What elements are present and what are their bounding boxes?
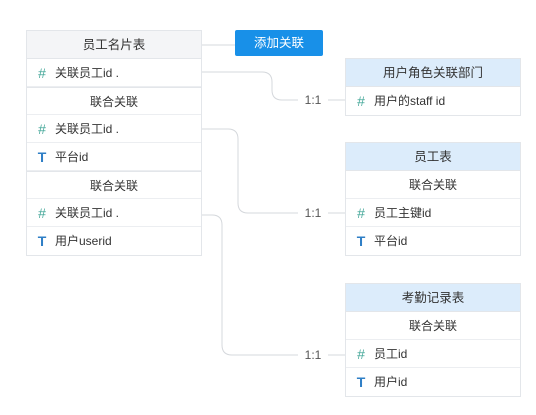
group-field-row[interactable]: # 关联员工id . [27,115,201,143]
field-label: 员工主键id [374,206,432,220]
target-field-row[interactable]: # 用户的staff id [346,87,520,115]
main-table[interactable]: 员工名片表 # 关联员工id . 联合关联 # 关联员工id . T 平台id … [26,30,202,256]
connector-link-2 [202,128,345,214]
ratio-label: 1:1 [298,205,328,221]
field-label: 用户userid [55,234,112,248]
group-field-row[interactable]: # 关联员工id . [27,199,201,227]
group-title: 联合关联 [27,171,201,199]
field-label: 员工id [374,347,408,361]
hash-icon: # [357,205,365,221]
main-table-link-row[interactable]: # 关联员工id . [27,59,201,87]
hash-icon: # [357,346,365,362]
group-title: 联合关联 [346,171,520,199]
field-label: 用户的staff id [374,94,446,108]
hash-icon: # [38,121,46,137]
target-table-title: 员工表 [346,143,520,171]
add-relation-button[interactable]: 添加关联 [235,30,323,56]
target-field-row[interactable]: T 平台id [346,227,520,255]
text-type-icon: T [37,149,47,165]
target-table-title: 考勤记录表 [346,284,520,312]
ratio-label: 1:1 [298,347,328,363]
target-table[interactable]: 考勤记录表 联合关联 # 员工id T 用户id [345,283,521,397]
target-table[interactable]: 用户角色关联部门 # 用户的staff id [345,58,521,116]
text-type-icon: T [37,233,47,249]
connector-link-1 [202,71,345,101]
ratio-label: 1:1 [298,92,328,108]
target-field-row[interactable]: T 用户id [346,368,520,396]
group-field-row[interactable]: T 用户userid [27,227,201,255]
text-type-icon: T [356,374,366,390]
target-field-row[interactable]: # 员工id [346,340,520,368]
field-label: 关联员工id . [55,66,120,80]
field-label: 用户id [374,375,408,389]
hash-icon: # [38,205,46,221]
field-label: 平台id [374,234,408,248]
target-field-row[interactable]: # 员工主键id [346,199,520,227]
target-table[interactable]: 员工表 联合关联 # 员工主键id T 平台id [345,142,521,256]
text-type-icon: T [356,233,366,249]
hash-icon: # [357,93,365,109]
hash-icon: # [38,65,46,81]
group-title: 联合关联 [27,87,201,115]
field-label: 关联员工id . [55,122,120,136]
field-label: 平台id [55,150,89,164]
main-table-title: 员工名片表 [27,31,201,59]
field-label: 关联员工id . [55,206,120,220]
group-field-row[interactable]: T 平台id [27,143,201,171]
connector-link-3 [202,214,345,356]
target-table-title: 用户角色关联部门 [346,59,520,87]
group-title: 联合关联 [346,312,520,340]
